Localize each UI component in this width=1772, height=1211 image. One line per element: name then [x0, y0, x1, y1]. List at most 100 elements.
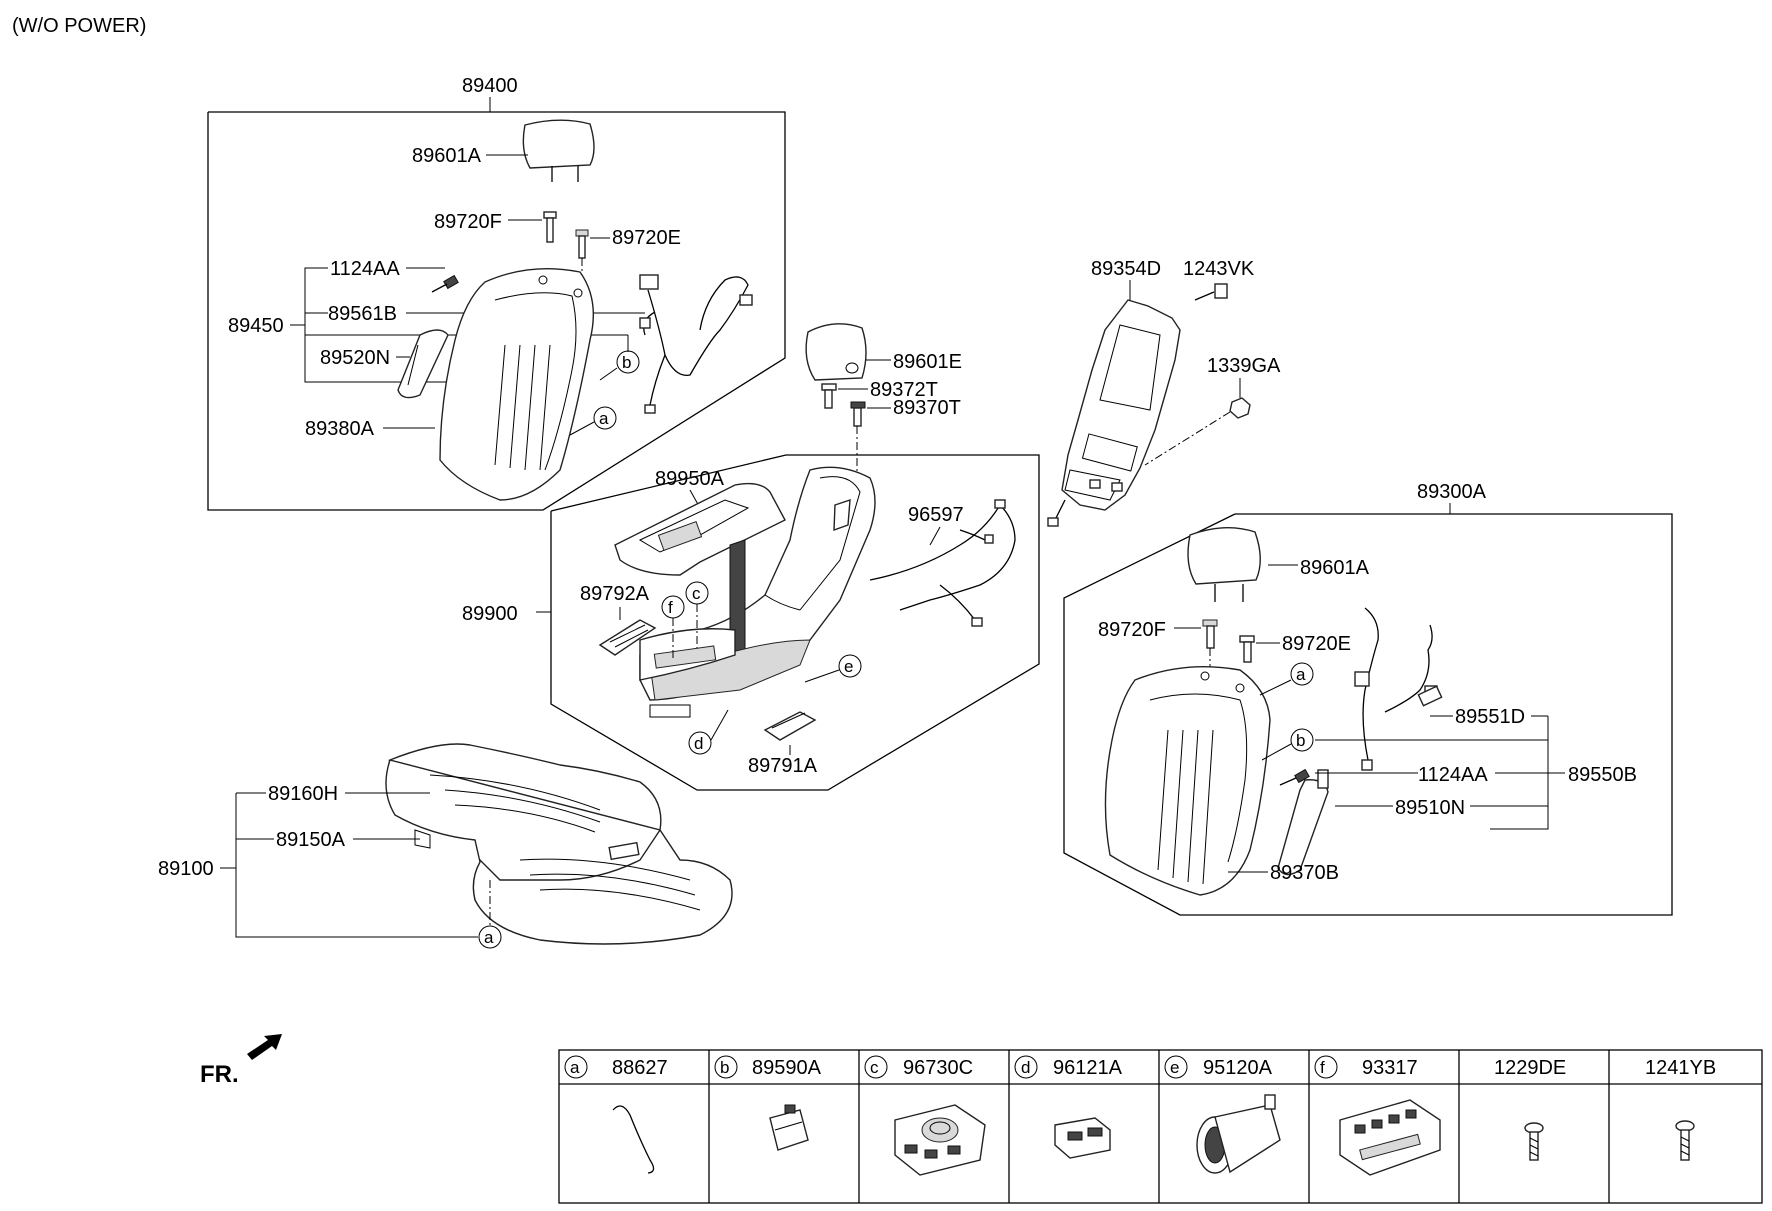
- svg-text:96730C: 96730C: [903, 1057, 973, 1079]
- svg-text:e: e: [844, 657, 853, 676]
- harness-left-icon: [639, 274, 753, 414]
- label-89792A: 89792A: [580, 583, 650, 605]
- label-89601A-left: 89601A: [412, 145, 482, 167]
- label-89950A: 89950A: [655, 468, 725, 490]
- label-89380A: 89380A: [305, 418, 375, 440]
- group-bracket: 89354D 1243VK 1339GA: [1047, 258, 1281, 527]
- legend-cell-b: b 89590A: [714, 1055, 822, 1151]
- label-89601E: 89601E: [893, 351, 962, 373]
- guide-left-2-icon: [575, 229, 589, 259]
- legend-cell-1229DE: 1229DE: [1494, 1057, 1566, 1161]
- label-89720F-left: 89720F: [434, 211, 502, 233]
- panel-1-icon: [598, 619, 657, 656]
- label-89370B: 89370B: [1270, 862, 1339, 884]
- legend-cell-f: f 93317: [1314, 1055, 1441, 1176]
- power-outlet-icon: [1196, 1094, 1281, 1174]
- svg-text:c: c: [870, 1058, 879, 1077]
- label-89791A: 89791A: [748, 755, 818, 777]
- group-cushion: 89160H 89150A 89100 a: [158, 743, 733, 949]
- label-89100: 89100: [158, 858, 214, 880]
- label-89561B: 89561B: [328, 303, 397, 325]
- svg-text:a: a: [484, 928, 494, 947]
- label-89601A-right: 89601A: [1300, 557, 1370, 579]
- callout-d-center: d: [688, 731, 712, 755]
- bolt-bracket-icon: [1194, 283, 1228, 301]
- label-1243VK: 1243VK: [1183, 258, 1255, 280]
- seat-back-left-icon: [439, 268, 595, 501]
- svg-text:b: b: [1296, 731, 1305, 750]
- callout-b-left: b: [616, 350, 640, 374]
- svg-text:d: d: [694, 734, 703, 753]
- label-89720F-right: 89720F: [1098, 619, 1166, 641]
- label-89510N: 89510N: [1395, 797, 1465, 819]
- switch-panel-icon: [1339, 1099, 1441, 1176]
- svg-text:96121A: 96121A: [1053, 1057, 1123, 1079]
- svg-text:d: d: [1021, 1058, 1030, 1077]
- label-89370T: 89370T: [893, 397, 961, 419]
- label-89160H: 89160H: [268, 783, 338, 805]
- group-rear-back-right: 89300A 89601A 89720F 89720E: [1063, 481, 1673, 916]
- callout-a-left: a: [593, 406, 617, 430]
- label-1339GA: 1339GA: [1207, 355, 1281, 377]
- svg-text:f: f: [1320, 1058, 1325, 1077]
- label-89450: 89450: [228, 315, 284, 337]
- bolt-left-icon: [431, 274, 459, 293]
- svg-text:f: f: [668, 598, 673, 617]
- seat-cushion-icon: [385, 743, 733, 945]
- svg-text:93317: 93317: [1362, 1057, 1418, 1079]
- callout-f-center: f: [661, 595, 685, 619]
- harness-right-icon: [1354, 607, 1443, 771]
- label-89900: 89900: [462, 603, 518, 625]
- svg-text:a: a: [599, 409, 609, 428]
- svg-text:c: c: [692, 584, 701, 603]
- label-89720E-right: 89720E: [1282, 633, 1351, 655]
- label-89720E-left: 89720E: [612, 227, 681, 249]
- nut-icon: [1229, 397, 1251, 419]
- group-armrest: 89601E 89372T 89370T 89900 89950A: [462, 323, 1040, 791]
- legend-cell-e: e 95120A: [1164, 1055, 1281, 1174]
- armrest-body-icon: [639, 466, 876, 718]
- usb-jack-icon: [1054, 1117, 1111, 1159]
- callout-a-right: a: [1290, 662, 1314, 686]
- label-89551D: 89551D: [1455, 706, 1525, 728]
- wiring-armrest-icon: [869, 499, 1016, 627]
- bracket-frame-icon: [1047, 299, 1181, 527]
- connector-icon: [769, 1104, 809, 1151]
- label-89372T: 89372T: [870, 379, 938, 401]
- armrest-cover-icon: [614, 482, 786, 576]
- airbag-left-icon: [397, 329, 449, 399]
- callout-c-center: c: [685, 581, 709, 605]
- front-indicator: FR.: [200, 1034, 282, 1088]
- svg-text:b: b: [622, 353, 631, 372]
- header-note: (W/O POWER): [12, 15, 146, 37]
- front-arrow-icon: [247, 1034, 282, 1060]
- headrest-center-icon: [805, 323, 867, 381]
- guide-center-1-icon: [821, 383, 837, 409]
- callout-e-center: e: [838, 654, 862, 678]
- svg-text:e: e: [1170, 1058, 1179, 1077]
- label-1124AA-left: 1124AA: [330, 258, 400, 280]
- wire-clip-icon: [612, 1105, 655, 1174]
- guide-right-1-icon: [1202, 619, 1218, 649]
- label-96597: 96597: [908, 504, 964, 526]
- headrest-right-icon: [1187, 526, 1261, 602]
- label-89150A: 89150A: [276, 829, 346, 851]
- svg-text:1241YB: 1241YB: [1645, 1057, 1716, 1079]
- legend-cell-a: a 88627: [564, 1055, 668, 1174]
- label-89400: 89400: [462, 75, 518, 97]
- guide-left-1-icon: [543, 211, 557, 243]
- legend-table: a 88627 b 89590A c 96730C: [558, 1049, 1763, 1204]
- guide-right-2-icon: [1239, 635, 1255, 663]
- headrest-left-icon: [522, 119, 595, 182]
- airbag-right-icon: [1277, 769, 1329, 876]
- panel-2-icon: [763, 711, 817, 741]
- bolt-right-icon: [1279, 768, 1310, 786]
- label-1124AA-right: 1124AA: [1418, 764, 1488, 786]
- control-knob-icon: [894, 1104, 986, 1176]
- callout-b-right: b: [1290, 728, 1314, 752]
- legend-cell-d: d 96121A: [1014, 1055, 1123, 1159]
- svg-text:b: b: [720, 1058, 729, 1077]
- label-89520N: 89520N: [320, 347, 390, 369]
- screw-1241YB-icon: [1675, 1120, 1695, 1161]
